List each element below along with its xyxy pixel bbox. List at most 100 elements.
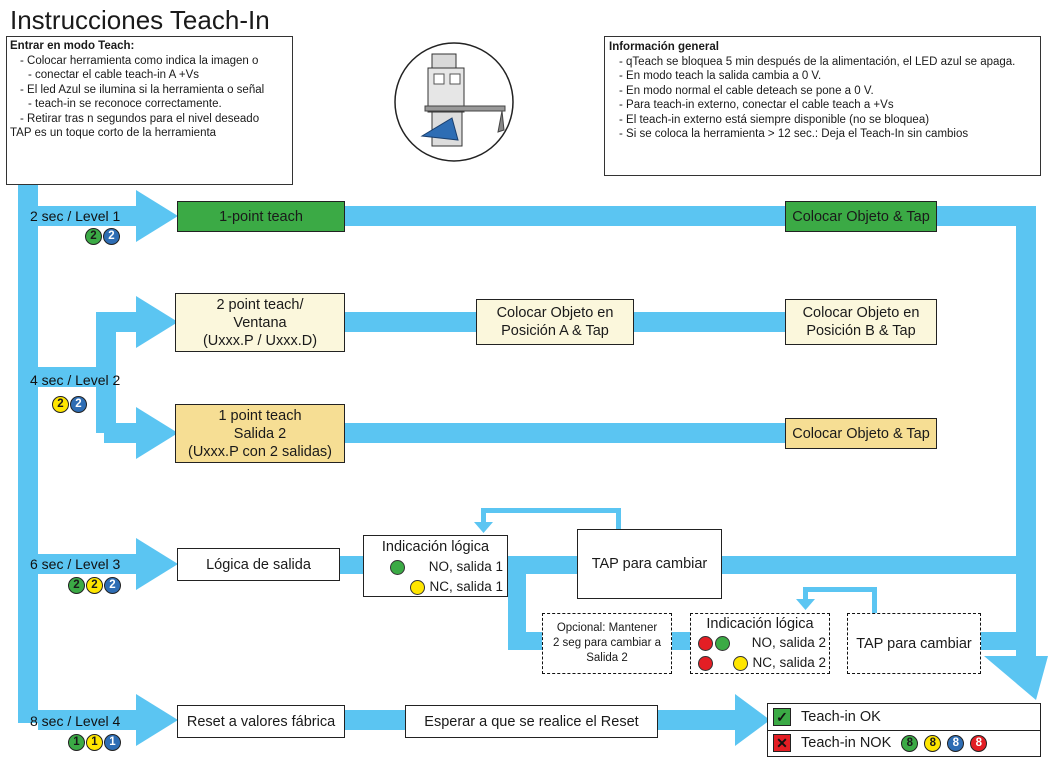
indicacion-2-title: Indicación lógica xyxy=(706,616,814,632)
opcional-line: 2 seg para cambiar a xyxy=(552,637,662,649)
logica-salida-label: Lógica de salida xyxy=(206,556,311,573)
page-title: Instrucciones Teach-In xyxy=(10,5,270,35)
loop1-top xyxy=(481,508,621,513)
indicacion-1-no: NO, salida 1 xyxy=(428,559,503,574)
led-red-icon xyxy=(698,655,713,671)
posicion-a-line: Posición A & Tap xyxy=(501,323,609,339)
reset-box: Reset a valores fábrica xyxy=(177,705,345,738)
tap-cambiar-2-box: TAP para cambiar xyxy=(847,613,981,674)
posicion-b-line: Colocar Objeto en xyxy=(802,305,920,321)
cross-icon: ✕ xyxy=(773,734,791,753)
loop2-down xyxy=(803,587,808,601)
teach-mode-item: teach-in se reconoce correctamente. xyxy=(20,97,289,112)
led-red-icon: 8 xyxy=(970,734,988,752)
esperar-reset-label: Esperar a que se realice el Reset xyxy=(424,713,639,730)
teach-mode-item: El led Azul se ilumina si la herramienta… xyxy=(20,83,289,98)
led-green-icon: 2 xyxy=(68,577,85,594)
flow-h6a xyxy=(345,710,405,730)
loop2-top xyxy=(803,587,877,592)
teach-mode-item: conectar el cable teach-in A +Vs xyxy=(20,68,289,83)
level-4-dots: 1 1 1 xyxy=(68,734,121,751)
salida-2-line: (Uxxx.P con 2 salidas) xyxy=(188,443,332,460)
level-1-dots: 2 2 xyxy=(85,228,120,245)
legend-ok-row: ✓ Teach-in OK xyxy=(768,704,1040,730)
colocar-tap-2-box: Colocar Objeto & Tap xyxy=(785,418,937,449)
tap-cambiar-label: TAP para cambiar xyxy=(591,556,708,572)
posicion-b-line: Posición B & Tap xyxy=(806,323,916,339)
general-info-item: Para teach-in externo, conectar el cable… xyxy=(619,98,1036,113)
indicacion-2-nc: NC, salida 2 xyxy=(752,655,826,670)
led-yellow-icon: 1 xyxy=(86,734,103,751)
led-green-icon xyxy=(715,635,730,651)
loop1-up xyxy=(616,508,621,530)
arrow-l2b xyxy=(136,407,178,459)
arrow-right-down xyxy=(984,656,1048,700)
flow-l2a xyxy=(104,312,138,332)
tap-cambiar-box: TAP para cambiar xyxy=(577,529,722,599)
led-green-icon: 1 xyxy=(68,734,85,751)
led-blue-icon: 1 xyxy=(104,734,121,751)
opcional-line: Salida 2 xyxy=(586,652,628,664)
colocar-tap-2-label: Colocar Objeto & Tap xyxy=(792,425,930,442)
level-4-label: 8 sec / Level 4 xyxy=(30,713,121,729)
flow-l2-subtrunk xyxy=(96,312,116,433)
one-point-teach-label: 1-point teach xyxy=(219,208,303,225)
two-point-line: Ventana xyxy=(233,314,287,331)
teach-mode-panel: Entrar en modo Teach: Colocar herramient… xyxy=(6,36,293,185)
flow-l1-branch xyxy=(38,206,138,226)
led-yellow-icon: 8 xyxy=(924,734,942,752)
colocar-tap-box: Colocar Objeto & Tap xyxy=(785,201,937,232)
level-1-label: 2 sec / Level 1 xyxy=(30,208,121,224)
flow-l3-branch xyxy=(38,554,138,574)
colocar-tap-label: Colocar Objeto & Tap xyxy=(792,208,930,225)
flow-opt-down xyxy=(508,572,526,648)
legend-nok-label: Teach-in NOK xyxy=(801,735,892,752)
indicacion-1-nc: NC, salida 1 xyxy=(429,579,503,594)
led-yellow-icon xyxy=(410,579,425,595)
posicion-b-box: Colocar Objeto en Posición B & Tap xyxy=(785,299,937,345)
flow-h6b xyxy=(658,710,738,730)
led-green-icon: 2 xyxy=(85,228,102,245)
led-green-icon: 8 xyxy=(901,734,919,752)
sensor-illustration xyxy=(392,40,516,164)
indicacion-2-nc-row: NC, salida 2 xyxy=(694,654,826,672)
logica-salida-box: Lógica de salida xyxy=(177,548,340,581)
flow-h4a xyxy=(340,556,365,574)
level-2-dots: 2 2 xyxy=(52,396,87,413)
posicion-a-box: Colocar Objeto en Posición A & Tap xyxy=(476,299,634,345)
opcional-box: Opcional: Mantener 2 seg para cambiar a … xyxy=(542,613,672,674)
led-red-icon xyxy=(698,635,713,651)
level-3-dots: 2 2 2 xyxy=(68,577,121,594)
reset-label: Reset a valores fábrica xyxy=(186,713,336,730)
teach-mode-heading: Entrar en modo Teach: xyxy=(10,40,135,52)
flow-h5a xyxy=(672,632,692,650)
two-point-line: (Uxxx.P / Uxxx.D) xyxy=(202,332,318,349)
salida-2-box: 1 point teach Salida 2 (Uxxx.P con 2 sal… xyxy=(175,404,345,463)
two-point-teach-box: 2 point teach/ Ventana (Uxxx.P / Uxxx.D) xyxy=(175,293,345,352)
general-info-item: qTeach se bloquea 5 min después de la al… xyxy=(619,55,1036,70)
result-legend: ✓ Teach-in OK ✕ Teach-in NOK 8 8 8 8 xyxy=(767,703,1041,757)
indicacion-logica-1-box: Indicación lógica NO, salida 1 NC, salid… xyxy=(363,535,508,597)
flow-l2-branch xyxy=(38,367,104,387)
flow-opt-in xyxy=(508,632,548,650)
flow-l2b xyxy=(104,423,138,443)
arrow-l3 xyxy=(136,538,178,590)
loop1-head xyxy=(474,522,493,533)
teach-mode-item: Colocar herramienta como indica la image… xyxy=(20,54,289,69)
indicacion-logica-2-box: Indicación lógica NO, salida 2 NC, salid… xyxy=(690,613,830,674)
opcional-line: Opcional: Mantener xyxy=(556,622,658,634)
led-yellow-icon xyxy=(733,655,748,671)
trunk-main xyxy=(18,183,38,723)
led-green-icon xyxy=(390,559,405,575)
general-info-heading: Información general xyxy=(609,41,719,53)
general-info-item: En modo normal el cable deteach se pone … xyxy=(619,84,1036,99)
legend-ok-label: Teach-in OK xyxy=(801,708,881,725)
salida-2-line: 1 point teach xyxy=(218,407,302,424)
led-blue-icon: 2 xyxy=(104,577,121,594)
one-point-teach-box: 1-point teach xyxy=(177,201,345,232)
check-icon: ✓ xyxy=(773,707,791,726)
trunk-right xyxy=(1016,206,1036,661)
general-info-item: Si se coloca la herramienta > 12 sec.: D… xyxy=(619,127,1036,142)
salida-2-line: Salida 2 xyxy=(233,425,287,442)
general-info-item: El teach-in externo está siempre disponi… xyxy=(619,113,1036,128)
